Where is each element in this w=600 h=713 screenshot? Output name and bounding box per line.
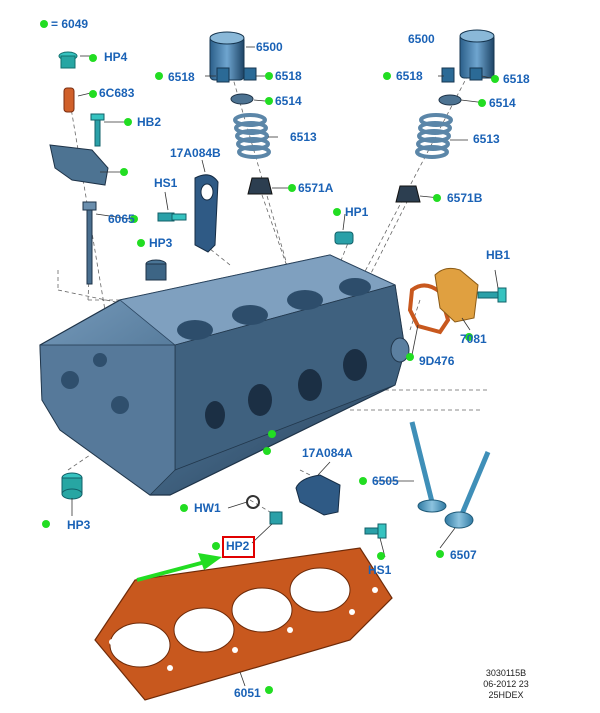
- marker-6514-left: [265, 97, 273, 105]
- label-6514-left: 6514: [275, 94, 302, 108]
- label-17a084b: 17A084B: [170, 146, 221, 160]
- label-hb1: HB1: [486, 248, 511, 262]
- label-6500-right: 6500: [408, 32, 435, 46]
- legend-text: = 6049: [51, 17, 89, 31]
- label-hp2: HP2: [226, 539, 250, 553]
- marker-hp3-top: [137, 239, 145, 247]
- label-6051: 6051: [234, 686, 261, 700]
- marker-6065: [130, 215, 138, 223]
- label-hw1: HW1: [194, 501, 221, 515]
- marker-9d476: [406, 353, 414, 361]
- marker-7081: [465, 333, 473, 341]
- footer-line-3: 25HDEX: [488, 690, 524, 700]
- label-6c683: 6C683: [99, 86, 135, 100]
- callout-arrow: [136, 553, 222, 582]
- head-gasket: [94, 547, 393, 701]
- label-6514-right: 6514: [489, 96, 516, 110]
- marker-6507: [436, 550, 444, 558]
- footer-id: 3030115B 06-2012 23 25HDEX: [470, 668, 542, 701]
- label-6571b: 6571B: [447, 191, 483, 205]
- legend-dot: [40, 20, 48, 28]
- label-hb2: HB2: [137, 115, 162, 129]
- label-9d476: 9D476: [419, 354, 455, 368]
- label-6507: 6507: [450, 548, 477, 562]
- footer-line-1: 3030115B: [485, 668, 527, 678]
- right-valvetrain: [395, 29, 495, 203]
- marker-6518-rl: [383, 72, 391, 80]
- marker-6518-lr: [265, 72, 273, 80]
- marker-hb2: [124, 118, 132, 126]
- marker-hw1: [180, 504, 188, 512]
- label-6571a: 6571A: [298, 181, 334, 195]
- label-hs1-bottom: HS1: [368, 563, 392, 577]
- label-hp3-bottom: HP3: [67, 518, 91, 532]
- marker-6518-ll: [155, 72, 163, 80]
- label-7081: 7081: [460, 332, 487, 346]
- label-6065: 6065: [108, 212, 135, 226]
- marker-head-b: [263, 447, 271, 455]
- footer-line-2: 06-2012 23: [483, 679, 529, 689]
- marker-hp3-bottom: [42, 520, 50, 528]
- label-6505: 6505: [372, 474, 399, 488]
- marker-hp2: [212, 542, 220, 550]
- marker-6505: [359, 477, 367, 485]
- marker-6051: [265, 686, 273, 694]
- label-hs1-top: HS1: [154, 176, 178, 190]
- marker-bracket: [120, 168, 128, 176]
- marker-hp1: [333, 208, 341, 216]
- label-6513-left: 6513: [290, 130, 317, 144]
- valves: [409, 421, 491, 529]
- label-6518-lr: 6518: [275, 69, 302, 83]
- label-6518-rl: 6518: [396, 69, 423, 83]
- marker-6571a: [288, 184, 296, 192]
- label-6513-right: 6513: [473, 132, 500, 146]
- marker-head-a: [268, 430, 276, 438]
- label-6500-left: 6500: [256, 40, 283, 54]
- left-valvetrain: [209, 31, 273, 195]
- label-6518-rr: 6518: [503, 72, 530, 86]
- guide-lines: [57, 74, 490, 516]
- marker-6c683: [89, 90, 97, 98]
- label-hp3-top: HP3: [149, 236, 173, 250]
- label-hp1: HP1: [345, 205, 369, 219]
- label-17a084a: 17A084A: [302, 446, 353, 460]
- marker-6571b: [433, 194, 441, 202]
- marker-6518-rr: [491, 75, 499, 83]
- label-hp4: HP4: [104, 50, 128, 64]
- marker-6514-right: [478, 99, 486, 107]
- marker-hp4: [89, 54, 97, 62]
- cylinder-head: [39, 254, 410, 496]
- hp2-highlight-box: [222, 536, 255, 558]
- label-6518-ll: 6518: [168, 70, 195, 84]
- marker-hs1-bottom: [377, 552, 385, 560]
